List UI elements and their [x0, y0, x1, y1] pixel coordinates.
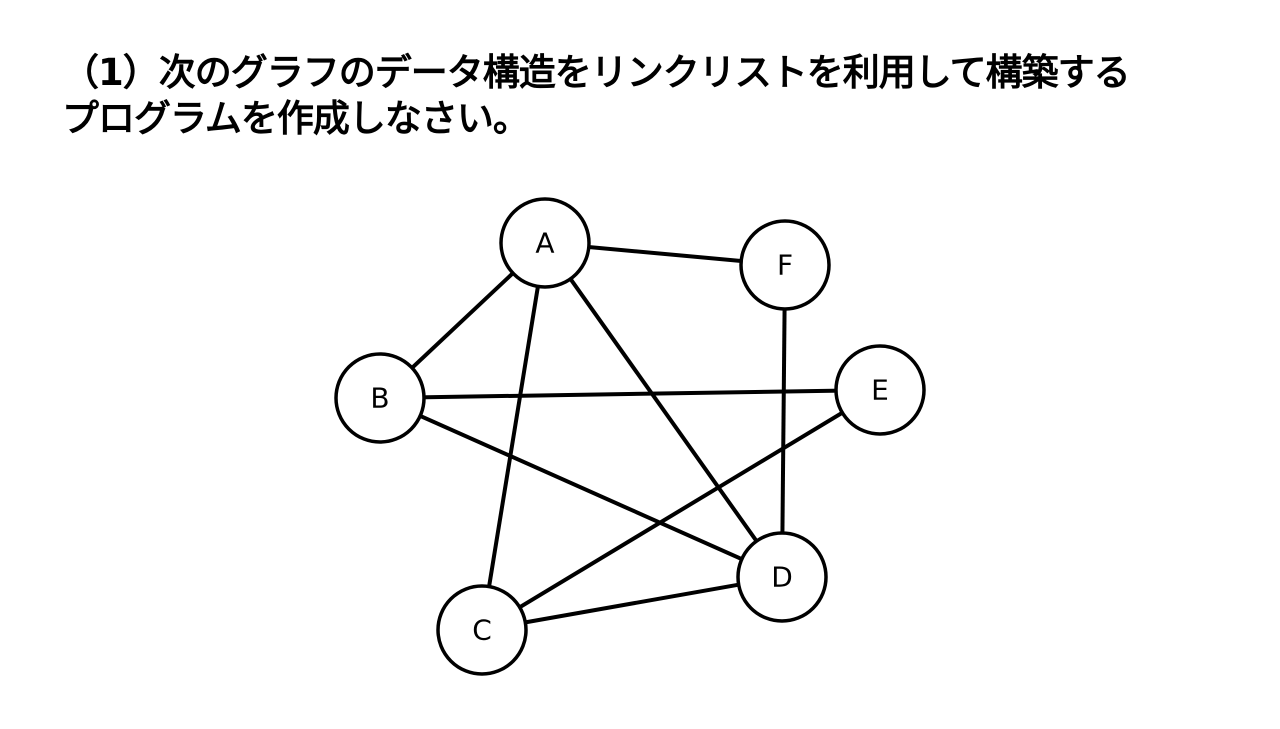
node-label: B: [370, 382, 389, 415]
node-circle: [334, 352, 426, 444]
node-B: B: [334, 352, 426, 444]
node-circle: [739, 219, 831, 311]
edge-A-C: [480, 242, 547, 631]
node-circle: [736, 531, 828, 623]
node-A: A: [499, 197, 591, 289]
node-circle: [499, 197, 591, 289]
node-circle: [436, 584, 528, 676]
title-line-1: （1）次のグラフのデータ構造をリンクリストを利用して構築する: [62, 51, 1131, 94]
edge-E-C: [480, 388, 882, 632]
node-D: D: [736, 531, 828, 623]
edge-B-E: [379, 388, 881, 400]
node-C: C: [436, 584, 528, 676]
title-line-2: プログラムを作成しなさい。: [62, 97, 530, 140]
question-title: （1）次のグラフのデータ構造をリンクリストを利用して構築する プログラムを作成し…: [62, 50, 1131, 142]
node-E: E: [834, 344, 926, 436]
edge-F-D: [780, 264, 787, 578]
edge-B-D: [379, 396, 783, 579]
node-label: D: [771, 561, 793, 594]
node-F: F: [739, 219, 831, 311]
node-label: E: [871, 374, 889, 407]
edge-A-D: [543, 241, 784, 579]
node-label: A: [535, 227, 554, 260]
node-circle: [834, 344, 926, 436]
node-label: C: [472, 614, 492, 647]
node-label: F: [777, 249, 793, 282]
edge-C-D: [481, 575, 783, 632]
